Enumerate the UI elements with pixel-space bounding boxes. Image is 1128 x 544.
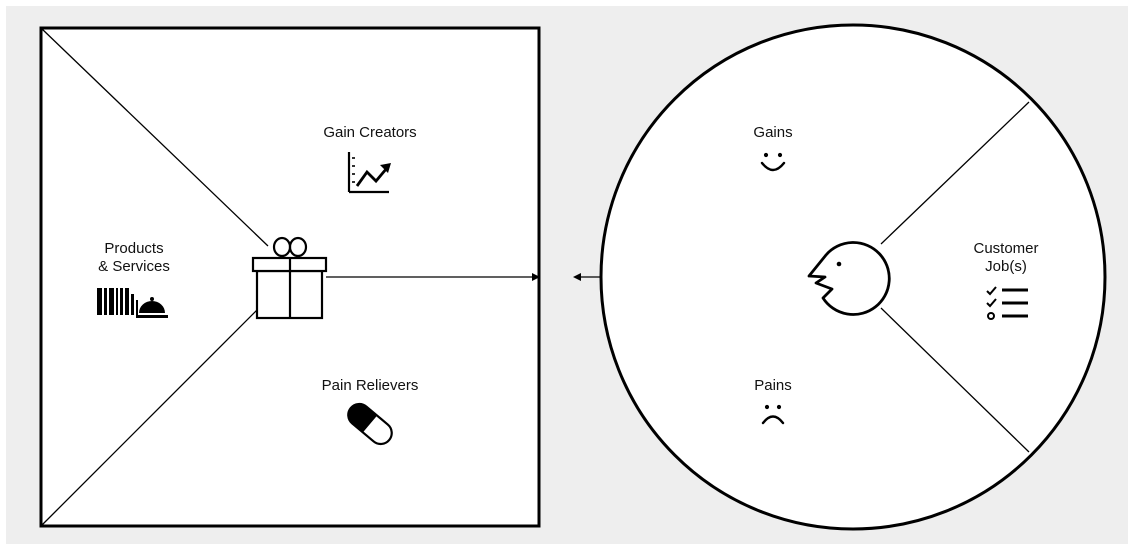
profile-divider-top: [880, 101, 1030, 245]
trend-chart-icon: [347, 152, 391, 194]
gift-icon: [251, 236, 328, 320]
barcode-cloche-icon: [97, 288, 168, 318]
pill-icon: [347, 402, 393, 446]
smile-icon: [760, 152, 786, 172]
value-map-divider-bottom: [40, 304, 263, 527]
profile-divider-bottom: [880, 307, 1030, 453]
checklist-icon: [986, 286, 1028, 320]
connector-arrowhead-left: [573, 273, 581, 281]
customer-jobs-label: Customer Job(s): [973, 240, 1039, 275]
pains-label: Pains: [754, 377, 792, 394]
connector-arrowhead-right: [532, 273, 540, 281]
frown-icon: [761, 404, 785, 425]
value-map-divider-top: [40, 27, 269, 247]
customer-face-icon: [807, 241, 891, 316]
gains-label: Gains: [753, 124, 793, 141]
gain-creators-label: Gain Creators: [323, 124, 417, 141]
products-services-label: Products & Services: [98, 240, 170, 275]
pain-relievers-label: Pain Relievers: [321, 377, 419, 394]
